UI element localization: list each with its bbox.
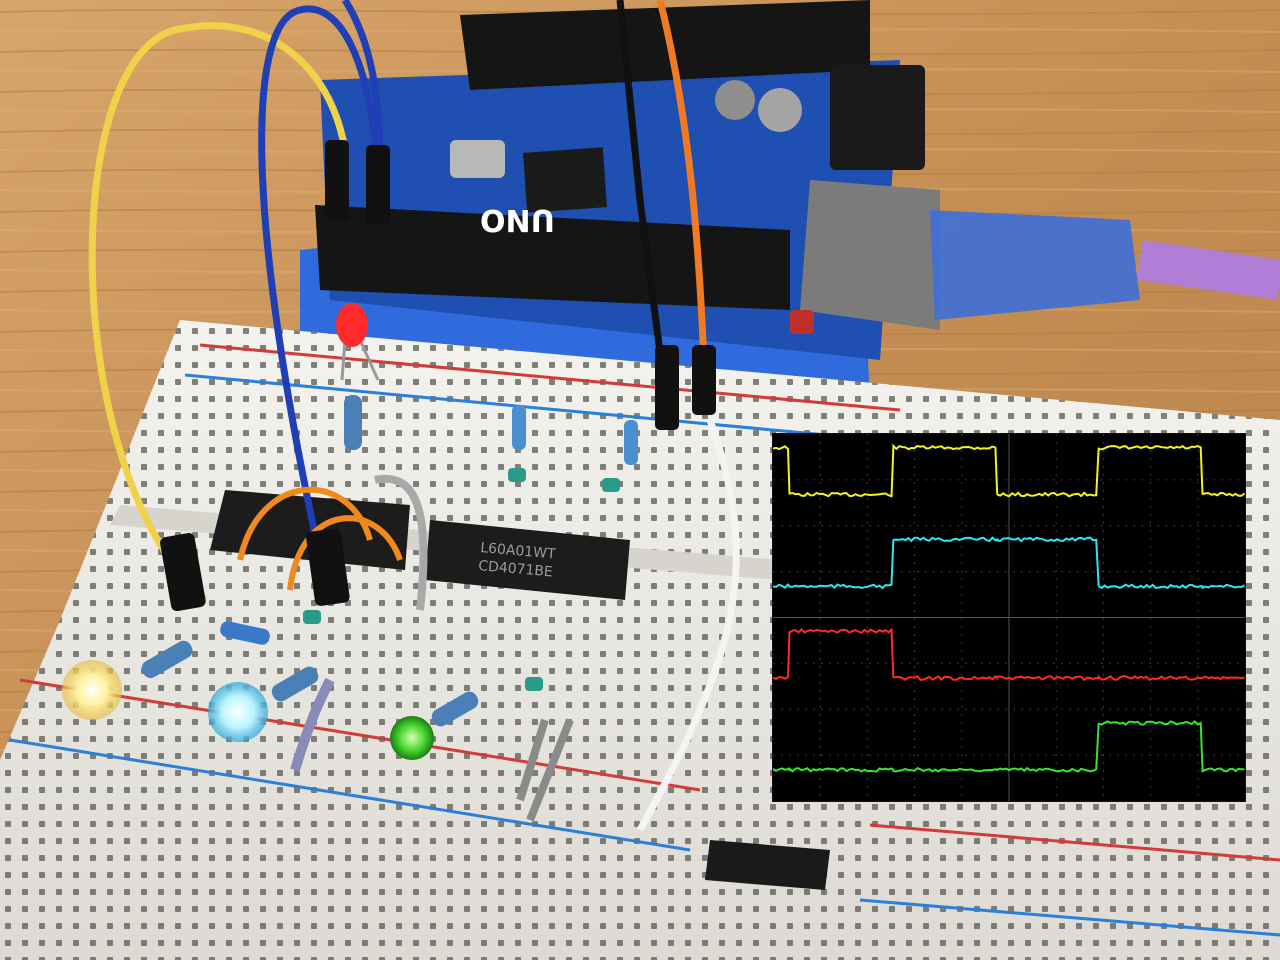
wire-plug [655, 345, 679, 430]
ic-chip-1 [210, 490, 410, 570]
led-yellow [62, 660, 122, 720]
wire-plug [306, 528, 350, 606]
usb-port [800, 180, 940, 330]
wire-plug [692, 345, 716, 415]
capacitor [715, 80, 755, 120]
trace-2 [773, 536, 1245, 590]
capacitor-small [602, 478, 620, 492]
arduino-top-header [460, 0, 870, 90]
resistor [141, 640, 193, 678]
usb-cable [1137, 240, 1280, 300]
wire-plug [325, 140, 349, 220]
capacitor [758, 88, 802, 132]
oscilloscope-display [772, 433, 1246, 802]
capacitor-small [303, 610, 321, 624]
capacitor-small [508, 468, 526, 482]
arduino-bottom-header [315, 205, 790, 310]
pin-header [705, 840, 830, 890]
black-wire [616, 0, 669, 391]
trace-1 [773, 443, 1245, 498]
white-wire [636, 418, 740, 832]
led-cyan [208, 682, 268, 742]
ic-chip-2 [425, 520, 630, 600]
atmega-chip [523, 147, 607, 213]
chip-marking-2: CD4071BE [478, 558, 554, 580]
crystal [450, 140, 505, 178]
resistor [344, 395, 362, 450]
led-green [390, 716, 434, 760]
blue-wire [258, 5, 382, 581]
trace-4 [773, 720, 1245, 773]
dc-jack [830, 65, 925, 170]
reset-button [790, 310, 814, 334]
resistor [512, 405, 526, 450]
trace-3 [773, 627, 1245, 682]
resistor [220, 621, 270, 645]
resistor [624, 420, 638, 465]
resistor [271, 666, 319, 702]
resistor [431, 691, 479, 727]
chip-marking-1: L60A01WT [480, 540, 557, 563]
wire-plug [366, 145, 390, 225]
capacitor-small [525, 677, 543, 691]
uno-label: UNO [480, 202, 555, 237]
gray-jumper [374, 474, 428, 611]
oscilloscope-traces [773, 434, 1245, 801]
yellow-wire [88, 22, 349, 603]
orange-wire [656, 0, 709, 391]
led-red [336, 303, 368, 347]
usb-plug [930, 210, 1140, 320]
wire-plug [160, 533, 206, 612]
